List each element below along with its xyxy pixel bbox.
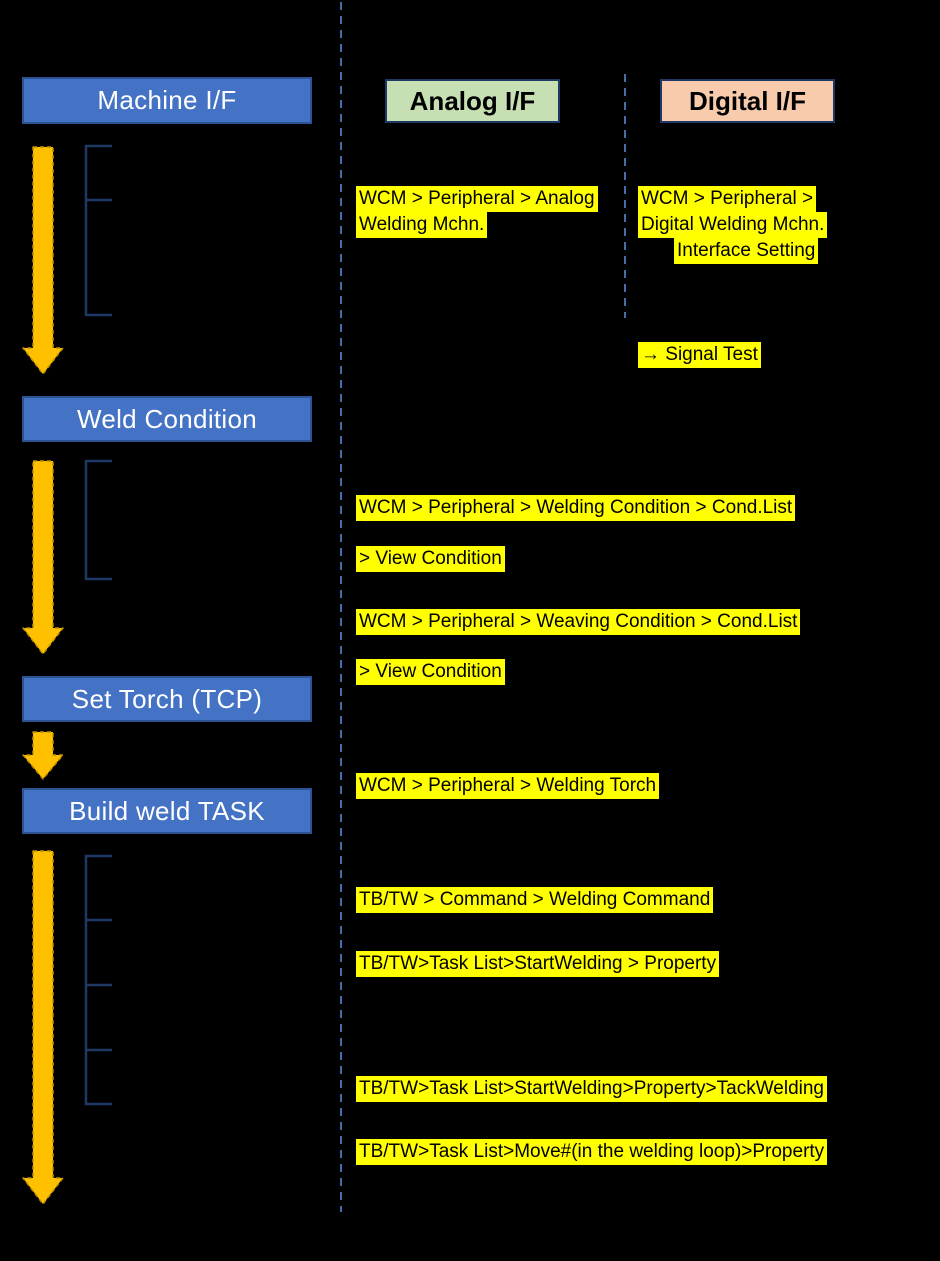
bracket-connector-machine-if — [84, 144, 112, 317]
note-line: Interface Setting — [674, 238, 819, 264]
note-line: TB/TW>Task List>Move#(in the welding loo… — [356, 1139, 828, 1165]
step-build-weld-task: Build weld TASK — [22, 788, 312, 834]
note-line: Welding Mchn. — [356, 212, 488, 238]
note-signal-test: → Signal Test — [638, 342, 761, 368]
note-line: > View Condition — [356, 659, 505, 685]
down-arrow-icon — [22, 460, 64, 655]
note-welding-condition-path: WCM > Peripheral > Welding Condition > C… — [356, 495, 796, 521]
note-welding-condition-view: > View Condition — [356, 546, 505, 572]
note-line: TB/TW > Command > Welding Command — [356, 887, 714, 913]
note-weaving-condition-view: > View Condition — [356, 659, 505, 685]
note-welding-command-path: TB/TW > Command > Welding Command — [356, 887, 714, 913]
note-startwelding-property-path: TB/TW>Task List>StartWelding > Property — [356, 951, 720, 977]
note-move-property-path: TB/TW>Task List>Move#(in the welding loo… — [356, 1139, 828, 1165]
note-line: WCM > Peripheral > — [638, 186, 817, 212]
note-line: WCM > Peripheral > Weaving Condition > C… — [356, 609, 801, 635]
note-line: WCM > Peripheral > Welding Torch — [356, 773, 660, 799]
note-line: WCM > Peripheral > Welding Condition > C… — [356, 495, 796, 521]
note-line: > View Condition — [356, 546, 505, 572]
note-line: WCM > Peripheral > Analog — [356, 186, 598, 212]
note-line: TB/TW>Task List>StartWelding > Property — [356, 951, 720, 977]
note-analog-welding-machine: WCM > Peripheral > Analog Welding Mchn. — [356, 186, 598, 238]
bracket-connector-build-task — [84, 854, 112, 1106]
column-header-analog-if: Analog I/F — [385, 79, 560, 123]
down-arrow-icon — [22, 731, 64, 780]
step-weld-condition: Weld Condition — [22, 396, 312, 442]
note-line: Digital Welding Mchn. — [638, 212, 828, 238]
down-arrow-icon — [22, 146, 64, 375]
bracket-connector-weld-condition — [84, 459, 112, 581]
down-arrow-icon — [22, 850, 64, 1205]
step-set-torch-tcp: Set Torch (TCP) — [22, 676, 312, 722]
note-tackwelding-path: TB/TW>Task List>StartWelding>Property>Ta… — [356, 1076, 827, 1102]
step-machine-if: Machine I/F — [22, 77, 312, 124]
note-welding-torch-path: WCM > Peripheral > Welding Torch — [356, 773, 660, 799]
note-digital-welding-machine: WCM > Peripheral > Digital Welding Mchn.… — [638, 186, 828, 264]
note-line: → Signal Test — [638, 342, 761, 368]
column-header-digital-if: Digital I/F — [660, 79, 835, 123]
note-weaving-condition-path: WCM > Peripheral > Weaving Condition > C… — [356, 609, 801, 635]
note-line: TB/TW>Task List>StartWelding>Property>Ta… — [356, 1076, 827, 1102]
